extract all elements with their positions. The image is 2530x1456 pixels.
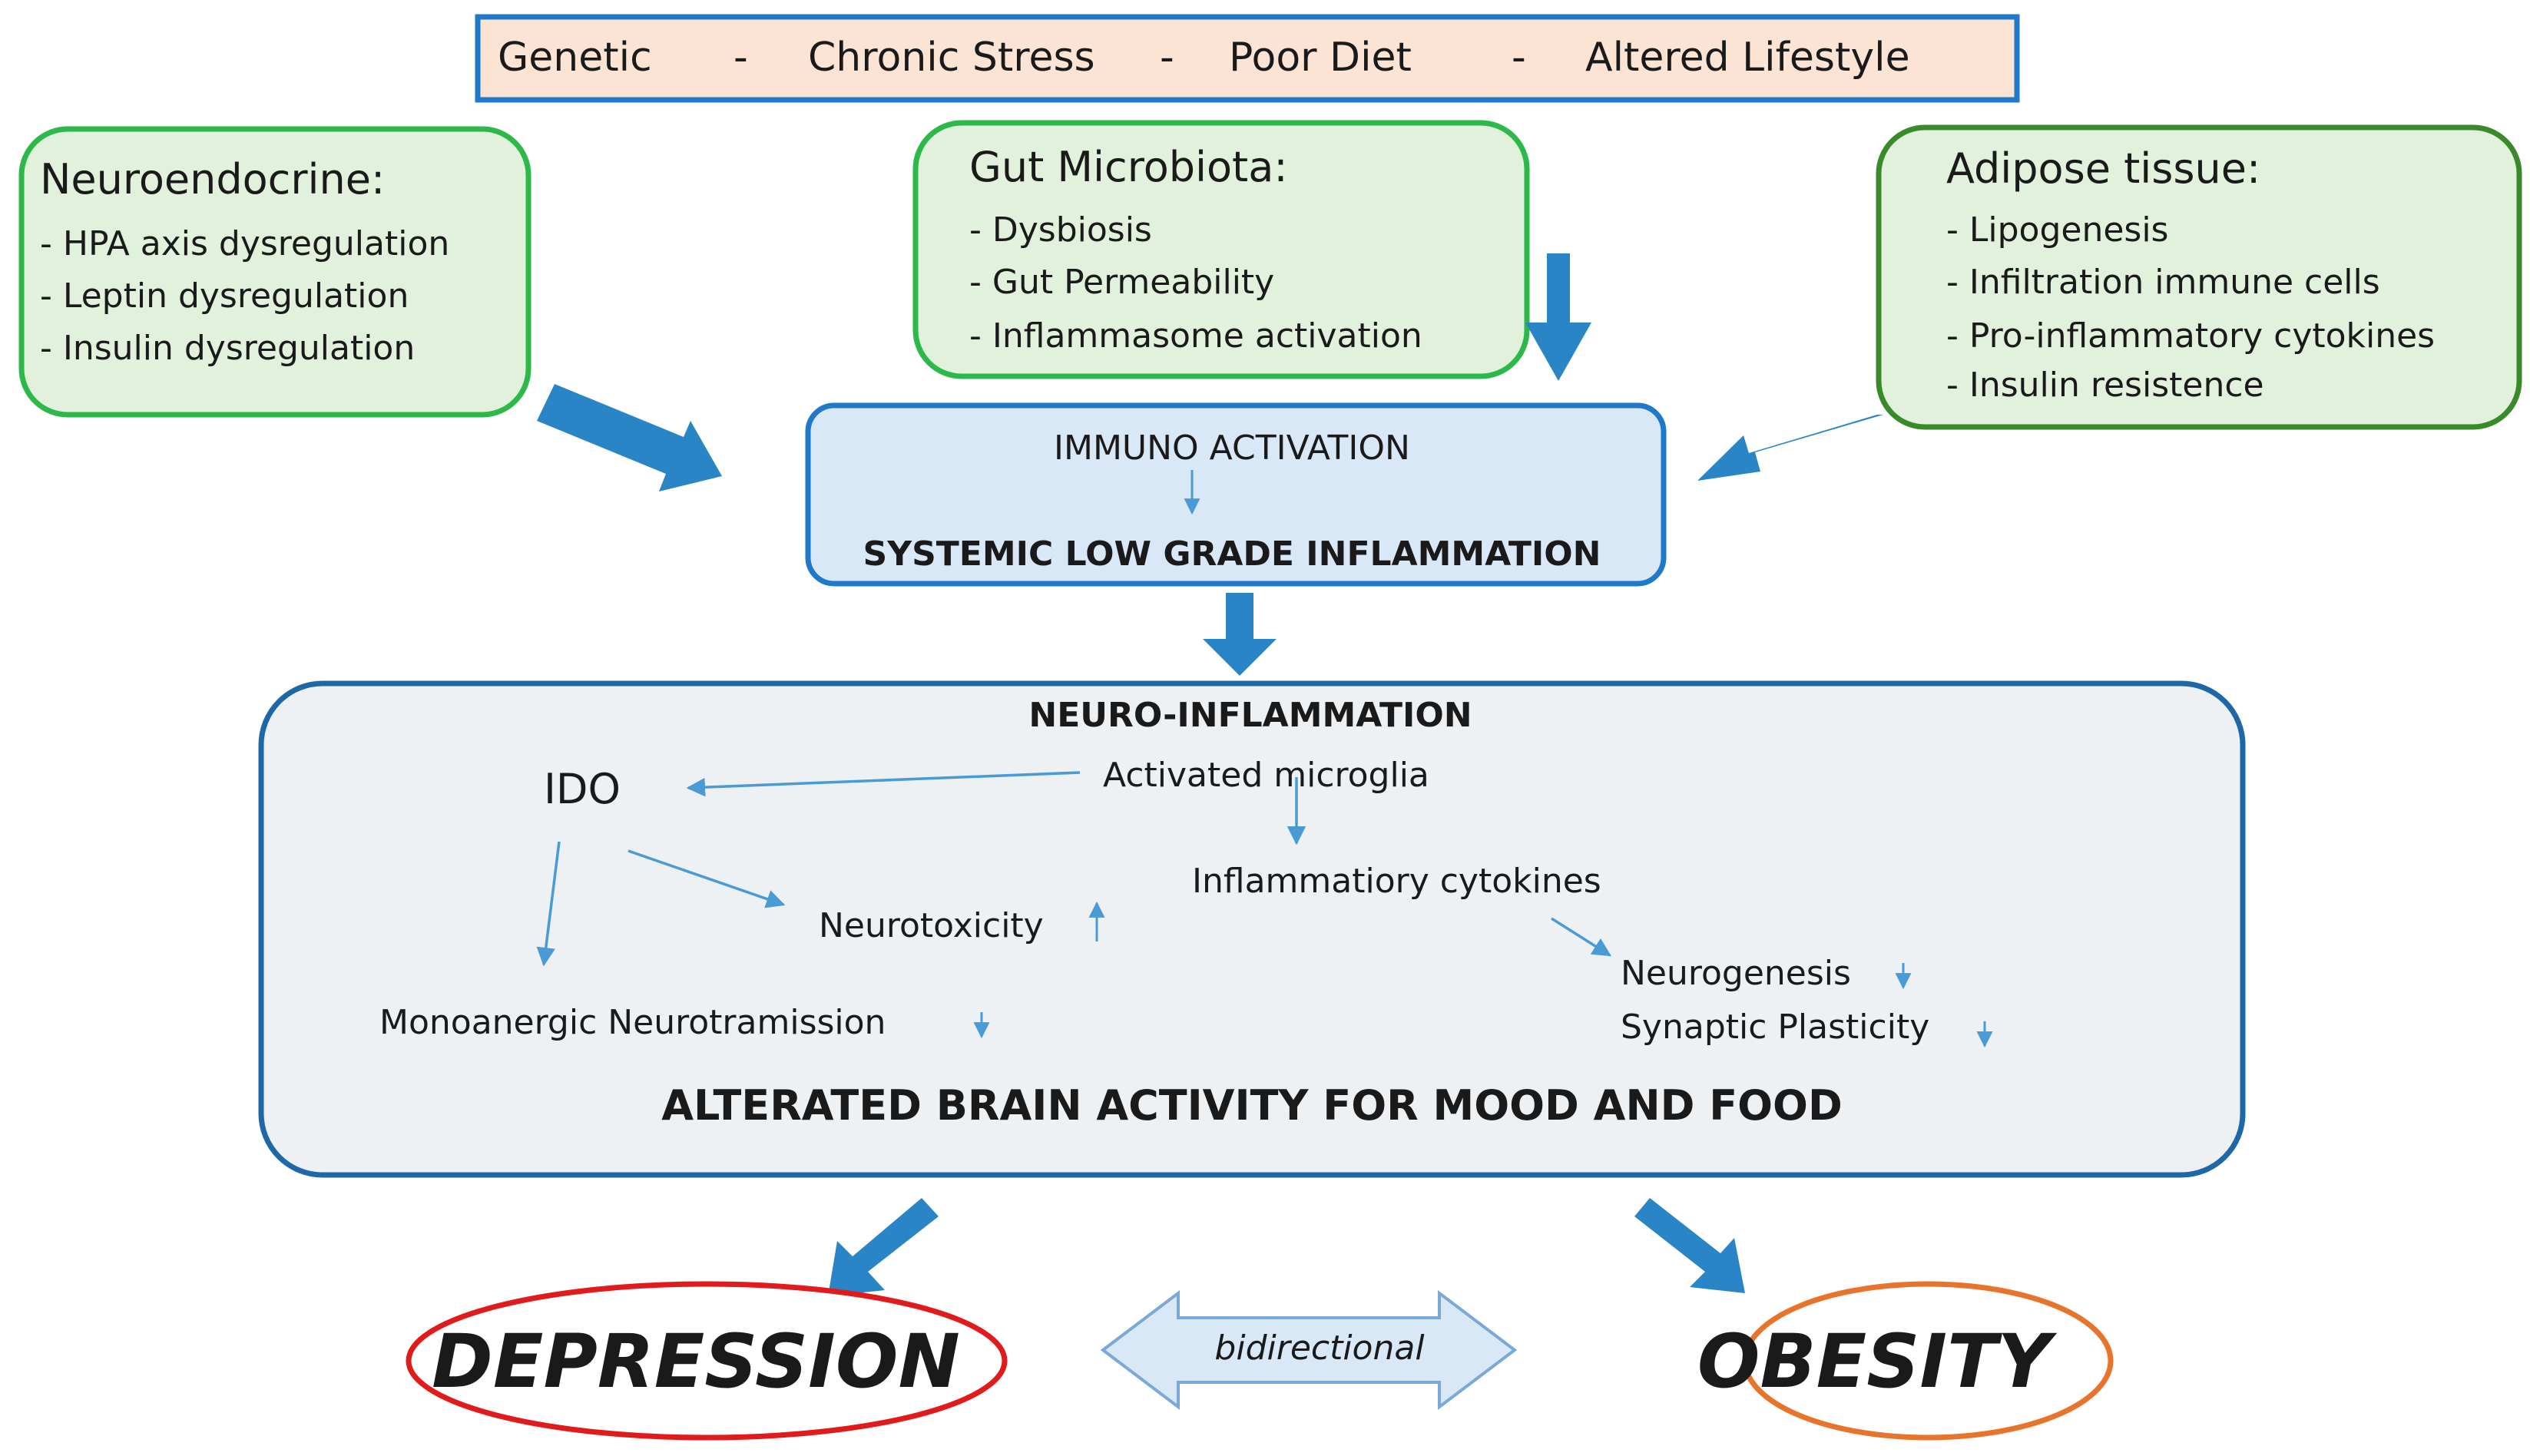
factor-altered-lifestyle: Altered Lifestyle (1585, 35, 1910, 81)
arrow-to-obesity (1634, 1198, 1745, 1293)
adipose-tissue-item: - Lipogenesis (1946, 210, 2168, 250)
neuro-inflammation-panel: NEURO-INFLAMMATION IDO Activated microgl… (258, 680, 2246, 1178)
synaptic-plasticity-label: Synaptic Plasticity (1621, 1008, 1929, 1047)
neuroendocrine-box: Neuroendocrine: - HPA axis dysregulation… (18, 126, 531, 418)
gut-microbiota-box: Gut Microbiota: - Dysbiosis - Gut Permea… (912, 120, 1530, 379)
monoanergic-neurotransmission-label: Monoanergic Neurotramission (379, 1003, 886, 1042)
gut-microbiota-item: - Dysbiosis (969, 210, 1152, 250)
neurotoxicity-label: Neurotoxicity (819, 906, 1044, 945)
factor-poor-diet: Poor Diet (1229, 35, 1412, 81)
arrow-neuroendocrine-to-immuno (537, 384, 722, 491)
neuroendocrine-item: - HPA axis dysregulation (40, 224, 449, 263)
adipose-tissue-item: - Insulin resistence (1946, 366, 2264, 405)
obesity-outcome: OBESITY (1697, 1281, 2114, 1441)
immuno-activation-box: IMMUNO ACTIVATION SYSTEMIC LOW GRADE INF… (805, 402, 1667, 587)
factor-chronic-stress: Chronic Stress (808, 35, 1095, 81)
ido-label: IDO (544, 765, 621, 813)
systemic-inflammation-label: SYSTEMIC LOW GRADE INFLAMMATION (863, 534, 1601, 574)
arrow-to-depression (828, 1198, 939, 1296)
adipose-tissue-item: - Infiltration immune cells (1946, 263, 2380, 302)
arrow-immuno-to-neuro (1203, 593, 1277, 676)
ido-to-monoanergic-arrow (536, 841, 561, 967)
gut-microbiota-item: - Gut Permeability (969, 263, 1274, 302)
risk-factors-box: Genetic - Chronic Stress - Poor Diet - A… (475, 14, 2020, 103)
ido-to-neurotoxicity-arrow (628, 849, 786, 908)
altered-brain-activity-label: ALTERATED BRAIN ACTIVITY FOR MOOD AND FO… (661, 1081, 1843, 1130)
factor-separator: - (1160, 35, 1174, 81)
bidirectional-arrow: bidirectional (1100, 1289, 1518, 1411)
neuroendocrine-title: Neuroendocrine: (40, 155, 385, 204)
adipose-tissue-item: - Pro-inflammatory cytokines (1946, 316, 2435, 356)
factor-genetic: Genetic (498, 35, 652, 81)
cytokines-to-neurogenesis-arrow (1551, 917, 1612, 957)
depression-label: DEPRESSION (432, 1319, 960, 1405)
arrow-gut-to-immuno (1525, 253, 1591, 381)
gut-microbiota-item: - Inflammasome activation (969, 316, 1422, 356)
neuroendocrine-item: - Leptin dysregulation (40, 276, 409, 316)
arrow-adipose-to-immuno (1697, 415, 1883, 481)
gut-microbiota-title: Gut Microbiota: (969, 143, 1288, 191)
neurogenesis-label: Neurogenesis (1621, 954, 1851, 993)
adipose-tissue-title: Adipose tissue: (1946, 144, 2260, 193)
depression-outcome: DEPRESSION (406, 1281, 1008, 1441)
neuro-inflammation-title: NEURO-INFLAMMATION (1028, 696, 1472, 735)
factor-separator: - (734, 35, 748, 81)
bidirectional-label: bidirectional (1214, 1329, 1425, 1368)
neuroendocrine-item: - Insulin dysregulation (40, 329, 415, 368)
adipose-tissue-box: Adipose tissue: - Lipogenesis - Infiltra… (1876, 124, 2522, 430)
obesity-label: OBESITY (1697, 1319, 2058, 1405)
factor-separator: - (1512, 35, 1526, 81)
inflammatory-cytokines-label: Inflammatiory cytokines (1192, 862, 1601, 901)
immuno-activation-label: IMMUNO ACTIVATION (1054, 429, 1410, 468)
activated-microglia-label: Activated microglia (1103, 756, 1429, 795)
microglia-to-ido-arrow (686, 771, 1081, 797)
